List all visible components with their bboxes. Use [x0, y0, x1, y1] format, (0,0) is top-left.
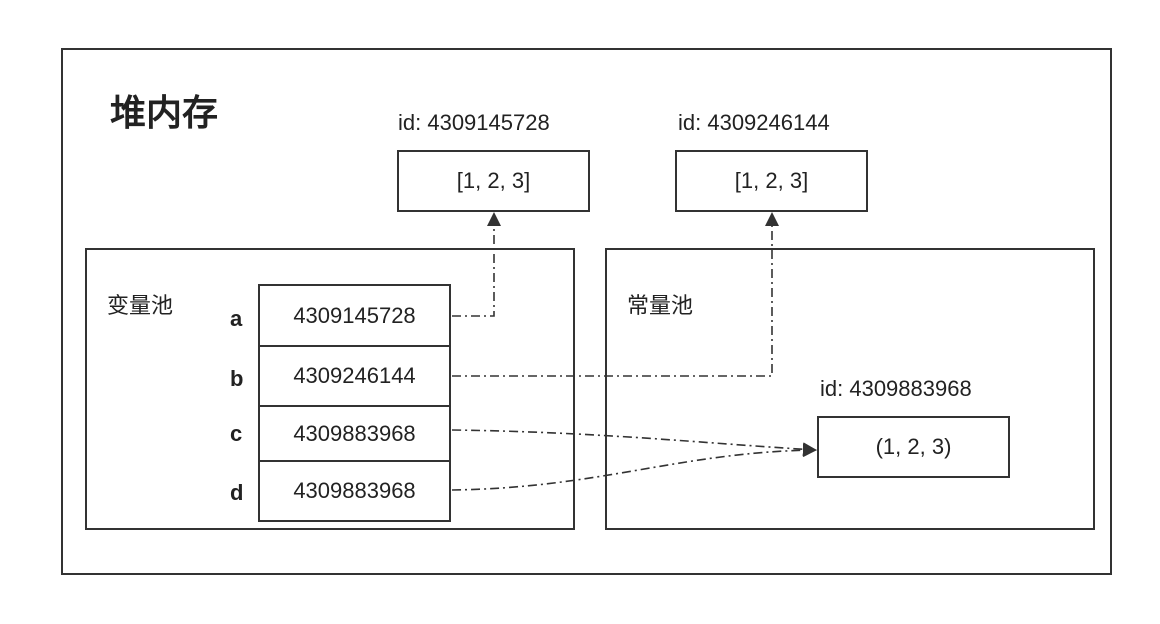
variable-pool-title: 变量池 [107, 294, 174, 319]
variable-value-c: 4309883968 [258, 405, 451, 462]
variable-name-b: b [230, 366, 244, 391]
list2-id-label: id: 4309246144 [678, 110, 830, 135]
variable-name-c: c [230, 421, 243, 446]
variable-value-a: 4309145728 [258, 284, 451, 347]
constant-pool-title: 常量池 [627, 294, 694, 319]
variable-name-a: a [230, 306, 243, 331]
variable-value-d: 4309883968 [258, 460, 451, 522]
list1-object: [1, 2, 3] [397, 150, 590, 212]
variable-name-d: d [230, 480, 244, 505]
variable-value-b: 4309246144 [258, 345, 451, 407]
list1-id-label: id: 4309145728 [398, 110, 550, 135]
tuple-object: (1, 2, 3) [817, 416, 1010, 478]
tuple-id-label: id: 4309883968 [820, 376, 972, 401]
heap-title: 堆内存 [110, 93, 219, 134]
list2-object: [1, 2, 3] [675, 150, 868, 212]
